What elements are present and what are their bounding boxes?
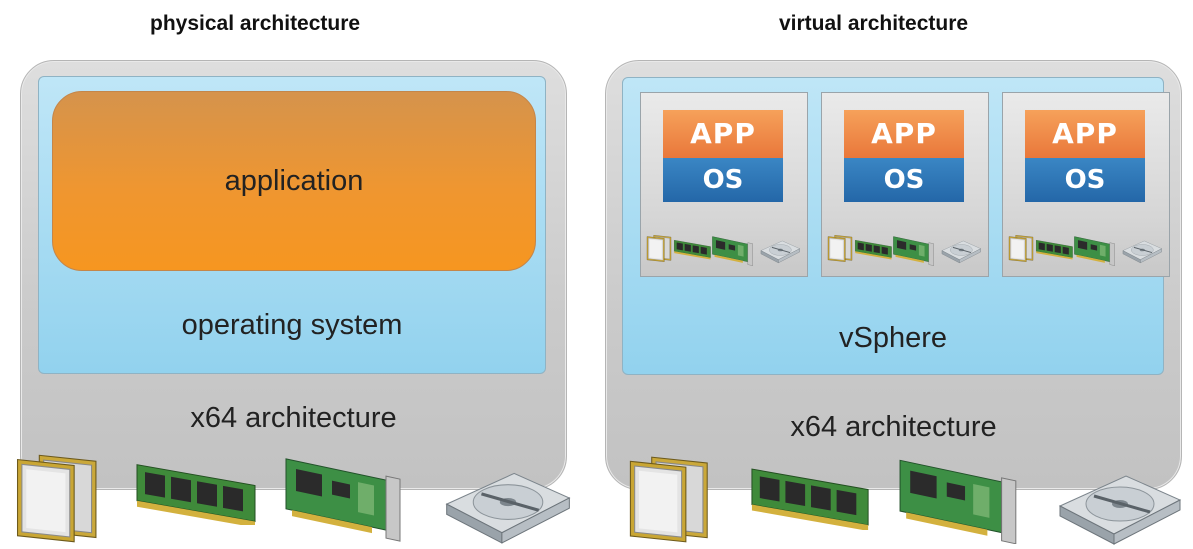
cpu-icon [622,450,722,546]
vm-stack: APP OS [844,110,964,202]
vm-stack: APP OS [1025,110,1145,202]
physical-application-box [52,91,536,271]
disk-icon [440,453,574,545]
vm-stack: APP OS [663,110,783,202]
memory-icon [133,455,263,525]
virtual-cpu-icon [645,221,675,275]
physical-title: physical architecture [150,12,361,35]
virtual-machine: APP OS [821,92,989,277]
vm-os-label: OS [663,158,783,202]
virtual-disk-icon [1121,231,1163,267]
application-label: application [224,165,364,197]
virtual-nic-icon [892,223,938,275]
vm-os-label: OS [844,158,964,202]
virtual-cpu-icon [826,221,856,275]
memory-icon [748,458,876,530]
vm-app-label: APP [1025,110,1145,158]
vm-app-label: APP [844,110,964,158]
cpu-icon [10,448,110,546]
virtual-disk-icon [940,231,982,267]
virtual-hardware-label: x64 architecture [790,411,997,443]
physical-hardware-label: x64 architecture [190,402,397,434]
disk-icon [1052,456,1186,546]
virtual-machine: APP OS [1002,92,1170,277]
virtual-nic-icon [1073,223,1119,275]
virtual-title: virtual architecture [779,12,969,35]
nic-icon [282,446,412,542]
virtual-memory-icon [1035,225,1075,271]
vm-app-label: APP [663,110,783,158]
virtual-memory-icon [854,225,894,271]
virtual-nic-icon [711,223,757,275]
virtual-disk-icon [759,231,801,267]
vsphere-label: vSphere [838,322,947,354]
virtual-machine: APP OS [640,92,808,277]
nic-icon [896,448,1028,544]
virtual-cpu-icon [1007,221,1037,275]
vm-os-label: OS [1025,158,1145,202]
virtual-memory-icon [673,225,713,271]
operating-system-label: operating system [181,309,403,341]
